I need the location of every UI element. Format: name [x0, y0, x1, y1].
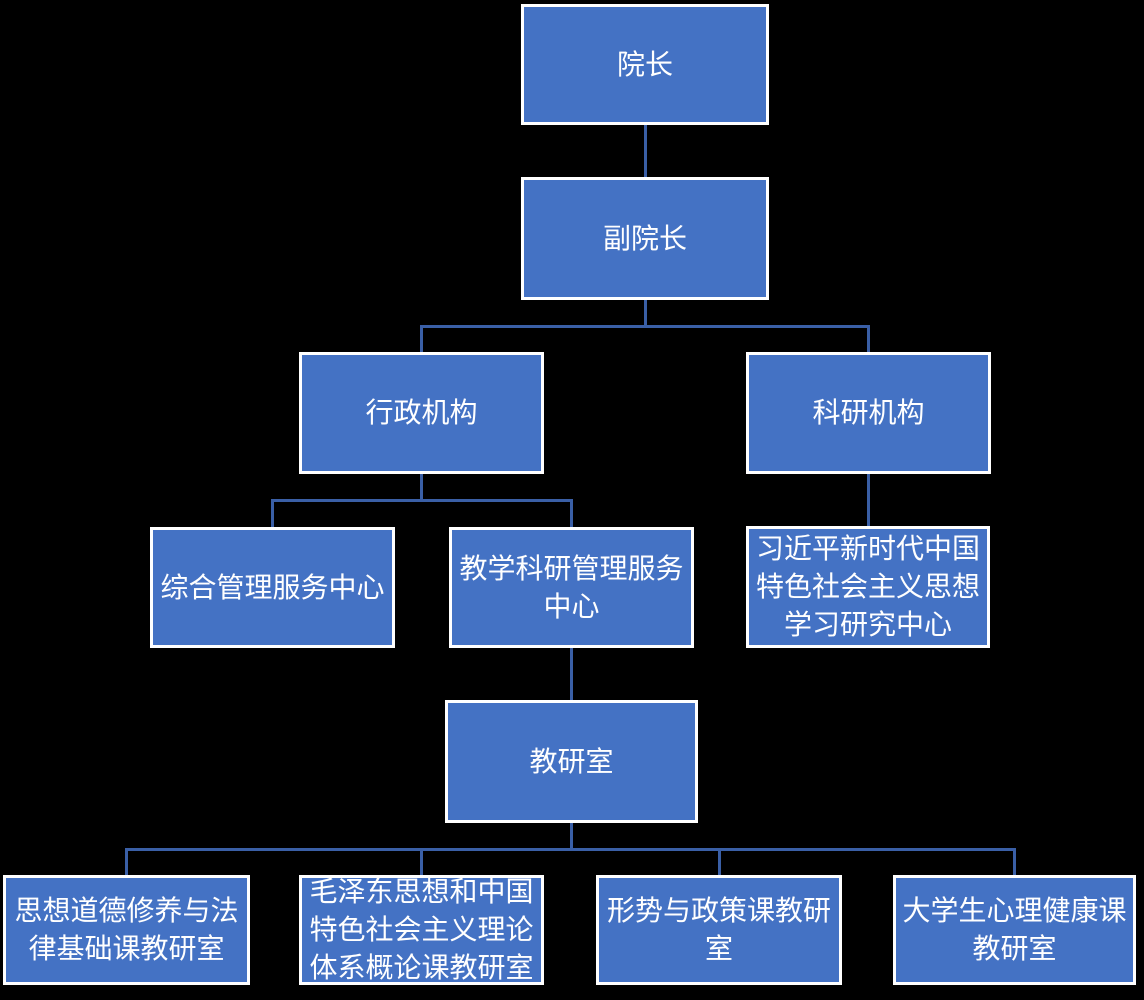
org-node-label: 思想道德修养与法律基础课教研室 — [14, 895, 239, 964]
org-node-label: 教学科研管理服务中心 — [459, 552, 684, 622]
org-node-mao-thought-theory-office: 毛泽东思想和中国特色社会主义理论体系概论课教研室 — [299, 875, 544, 985]
connector-segment — [644, 300, 647, 328]
connector-segment — [867, 474, 870, 526]
connector-segment — [867, 328, 870, 353]
connector-segment — [570, 502, 573, 527]
org-node-dean: 院长 — [521, 4, 769, 125]
connector-segment — [271, 499, 573, 502]
connector-segment — [570, 823, 573, 851]
connector-segment — [420, 328, 423, 353]
connector-segment — [644, 125, 647, 177]
org-node-label: 毛泽东思想和中国特色社会主义理论体系概论课教研室 — [309, 876, 534, 983]
connector-segment — [125, 851, 128, 876]
org-node-teaching-research-office: 教研室 — [445, 700, 698, 823]
org-node-xi-thought-study-research-center: 习近平新时代中国特色社会主义思想学习研究中心 — [746, 526, 990, 648]
org-node-teaching-research-management-service-center: 教学科研管理服务中心 — [449, 527, 694, 648]
connector-segment — [570, 648, 573, 700]
org-node-label: 科研机构 — [812, 397, 925, 428]
org-node-vice-dean: 副院长 — [521, 177, 769, 300]
org-node-label: 大学生心理健康课教研室 — [902, 895, 1127, 964]
org-node-ideology-morality-law-office: 思想道德修养与法律基础课教研室 — [3, 875, 250, 985]
org-node-general-management-service-center: 综合管理服务中心 — [150, 527, 395, 648]
org-node-admin-division: 行政机构 — [299, 352, 544, 474]
org-node-label: 形势与政策课教研室 — [606, 895, 831, 964]
org-node-label: 院长 — [616, 48, 673, 80]
connector-segment — [718, 851, 721, 876]
org-node-research-division: 科研机构 — [746, 352, 991, 474]
org-node-label: 行政机构 — [365, 397, 478, 428]
connector-segment — [125, 848, 1016, 851]
org-node-mental-health-office: 大学生心理健康课教研室 — [893, 875, 1136, 985]
connector-segment — [271, 502, 274, 527]
org-node-situation-policy-office: 形势与政策课教研室 — [596, 875, 842, 985]
org-node-label: 综合管理服务中心 — [160, 571, 385, 603]
connector-segment — [420, 851, 423, 876]
org-node-label: 习近平新时代中国特色社会主义思想学习研究中心 — [755, 533, 980, 640]
org-node-label: 副院长 — [602, 222, 687, 254]
connector-segment — [420, 325, 870, 328]
org-node-label: 教研室 — [529, 745, 614, 777]
connector-segment — [1013, 851, 1016, 876]
connector-segment — [420, 474, 423, 502]
